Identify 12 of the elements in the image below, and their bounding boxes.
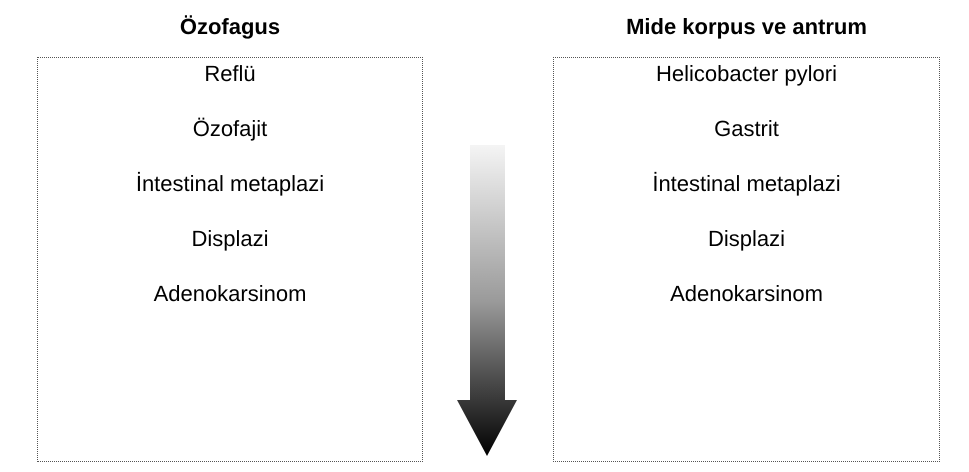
column-heading: Mide korpus ve antrum xyxy=(625,14,868,40)
stage-label: Adenokarsinom xyxy=(669,281,824,307)
stage-label: Displazi xyxy=(706,226,786,252)
column-heading: Özofagus xyxy=(178,14,282,40)
stage-label: Displazi xyxy=(190,226,270,252)
stage-label: Reflü xyxy=(203,61,257,87)
stage-label: Gastrit xyxy=(713,116,780,142)
stage-label: Helicobacter pylori xyxy=(655,61,838,87)
stage-label: Adenokarsinom xyxy=(152,281,308,307)
stage-label: Özofajit xyxy=(192,116,268,142)
stage-label: İntestinal metaplazi xyxy=(651,171,842,197)
stage-label: İntestinal metaplazi xyxy=(134,171,326,197)
